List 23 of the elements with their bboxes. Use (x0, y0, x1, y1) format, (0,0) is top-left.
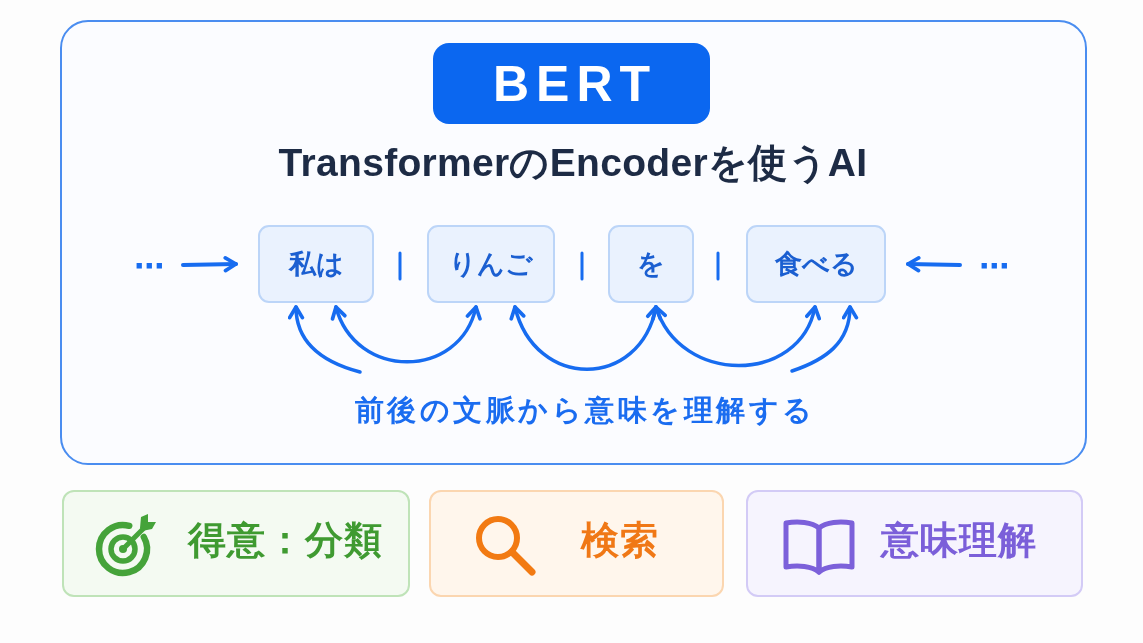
ellipsis: ⋯ (127, 247, 171, 283)
curved-arrow (652, 305, 820, 368)
curved-arrow (288, 305, 362, 374)
token-box: 私は (258, 225, 374, 303)
panel-label: 前後の文脈から意味を理解する (354, 393, 816, 428)
title-badge: BERT (433, 43, 710, 124)
card-label: 意味理解 (881, 518, 1037, 563)
token-box: りんご (427, 225, 555, 303)
curved-arrow (790, 305, 858, 373)
feature-card (62, 490, 410, 597)
panel (60, 20, 1087, 465)
feature-card (429, 490, 724, 597)
arrow (181, 256, 238, 273)
subtitle: TransformerのEncoderを使うAI (278, 140, 868, 186)
card-label: 得意：分類 (188, 518, 383, 563)
feature-card (746, 490, 1083, 597)
ellipsis: ⋯ (972, 247, 1016, 283)
arrow (906, 256, 962, 273)
token-box: 食べる (746, 225, 886, 303)
curved-arrow (332, 305, 481, 364)
card-label: 検索 (581, 518, 659, 563)
token-box: を (608, 225, 694, 303)
curved-arrow (510, 305, 661, 371)
